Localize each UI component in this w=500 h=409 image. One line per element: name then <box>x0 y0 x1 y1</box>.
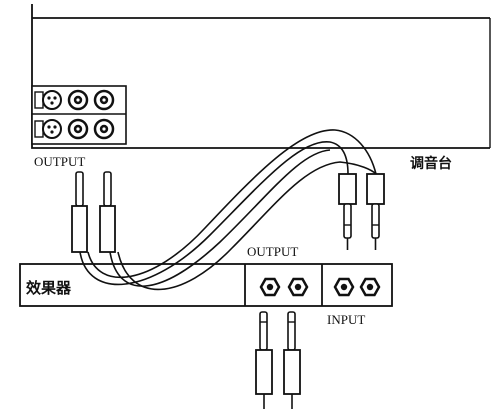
plug-right-2 <box>366 173 385 250</box>
hex-socket-icon <box>333 277 355 297</box>
xlr-connector-icon <box>42 90 62 110</box>
hex-socket-icon <box>287 277 309 297</box>
mixer-body <box>31 4 491 149</box>
hex-socket-icon <box>359 277 381 297</box>
cables <box>79 129 377 291</box>
mixer-output-panel <box>31 85 127 145</box>
plug-bottom-2 <box>283 311 301 409</box>
mixer-label: 调音台 <box>410 155 452 172</box>
plug-left-1 <box>71 171 88 253</box>
jack-socket-icon <box>93 89 115 111</box>
effects-output-sockets <box>259 277 309 297</box>
effects-input-sockets <box>333 277 381 297</box>
mixer-output-label: OUTPUT <box>34 154 85 169</box>
plug-right-1 <box>338 173 357 250</box>
jack-socket-icon <box>67 89 89 111</box>
hex-socket-icon <box>259 277 281 297</box>
effects-output-label: OUTPUT <box>247 244 298 259</box>
effects-label: 效果器 <box>26 279 72 297</box>
jack-socket-icon <box>93 118 115 140</box>
effects-input-label: INPUT <box>327 312 365 327</box>
plug-bottom-1 <box>255 311 273 409</box>
jack-socket-icon <box>67 118 89 140</box>
effects-unit-body <box>19 263 393 307</box>
plug-left-2 <box>99 171 116 253</box>
xlr-connector-icon <box>42 119 62 139</box>
